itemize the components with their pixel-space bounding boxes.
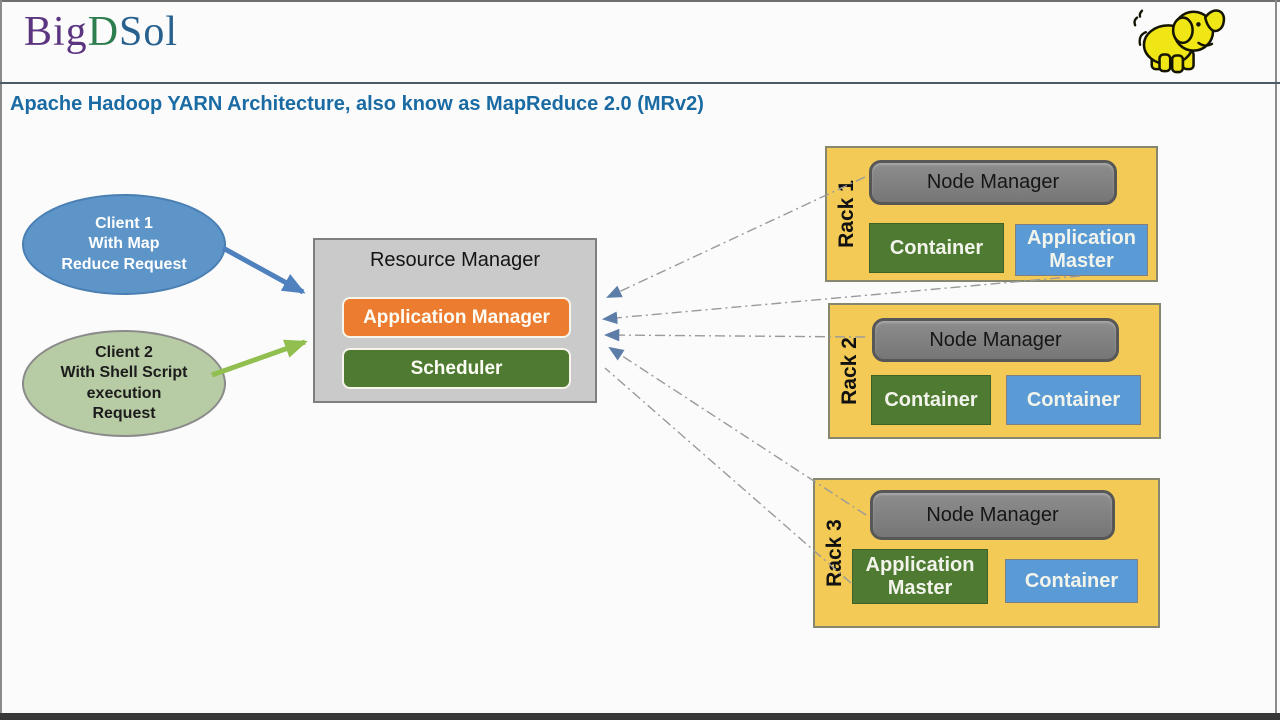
- frame-border-right: [1275, 0, 1277, 714]
- rack-2-label: Rack 2: [837, 337, 861, 405]
- application-manager-box: Application Manager: [342, 297, 571, 338]
- logo-part-big: Big: [24, 9, 88, 55]
- rack-2-node-manager: Node Manager: [872, 318, 1119, 362]
- client-1-line: Client 1: [95, 214, 153, 232]
- arrow-client2-to-rm: [211, 339, 308, 378]
- header-divider-line: [0, 82, 1280, 84]
- rack-3-label: Rack 3: [822, 519, 846, 587]
- client-1-line: With Map: [88, 235, 160, 253]
- client-2-line: Request: [92, 404, 156, 422]
- frame-border-top: [0, 0, 1280, 2]
- rack-1-label: Rack 1: [834, 180, 858, 248]
- rack-2: Rack 2 Node Manager Container Container: [828, 303, 1161, 439]
- page-title: Apache Hadoop YARN Architecture, also kn…: [10, 93, 704, 115]
- rack-2-container-blue: Container: [1006, 375, 1141, 425]
- arrow-client1-to-rm: [221, 245, 306, 295]
- bigdsol-logo: BigDSol: [24, 8, 178, 56]
- client-1-ellipse: Client 1 With Map Reduce Request: [22, 194, 226, 295]
- client-2-ellipse: Client 2 With Shell Script execution Req…: [22, 330, 226, 437]
- bottom-border-bar: [0, 713, 1280, 720]
- frame-border-left: [0, 0, 2, 714]
- rack-2-container-green: Container: [871, 375, 991, 425]
- resource-manager-title: Resource Manager: [369, 249, 541, 271]
- client-2-line: execution: [86, 384, 162, 402]
- scheduler-box: Scheduler: [342, 348, 571, 389]
- logo-part-d: D: [87, 9, 120, 55]
- rack-3-application-master: Application Master: [852, 549, 988, 604]
- link-rack2-nm-to-rm: [603, 328, 866, 342]
- client-1-line: Reduce Request: [61, 255, 187, 273]
- rack-3-node-manager: Node Manager: [870, 490, 1115, 540]
- resource-manager-box: Resource Manager Application Manager Sch…: [313, 238, 597, 403]
- rack-3-container: Container: [1005, 559, 1138, 603]
- logo-part-sol: Sol: [119, 9, 179, 55]
- rack-1-application-master: Application Master: [1015, 224, 1148, 276]
- rack-1: Rack 1 Node Manager Container Applicatio…: [825, 146, 1158, 282]
- client-2-line: With Shell Script: [60, 364, 188, 382]
- rack-1-node-manager: Node Manager: [869, 160, 1117, 205]
- client-2-line: Client 2: [95, 343, 153, 361]
- rack-3: Rack 3 Node Manager Application Master C…: [813, 478, 1160, 628]
- rack-1-container: Container: [869, 223, 1004, 273]
- hadoop-elephant-icon: [1133, 9, 1226, 74]
